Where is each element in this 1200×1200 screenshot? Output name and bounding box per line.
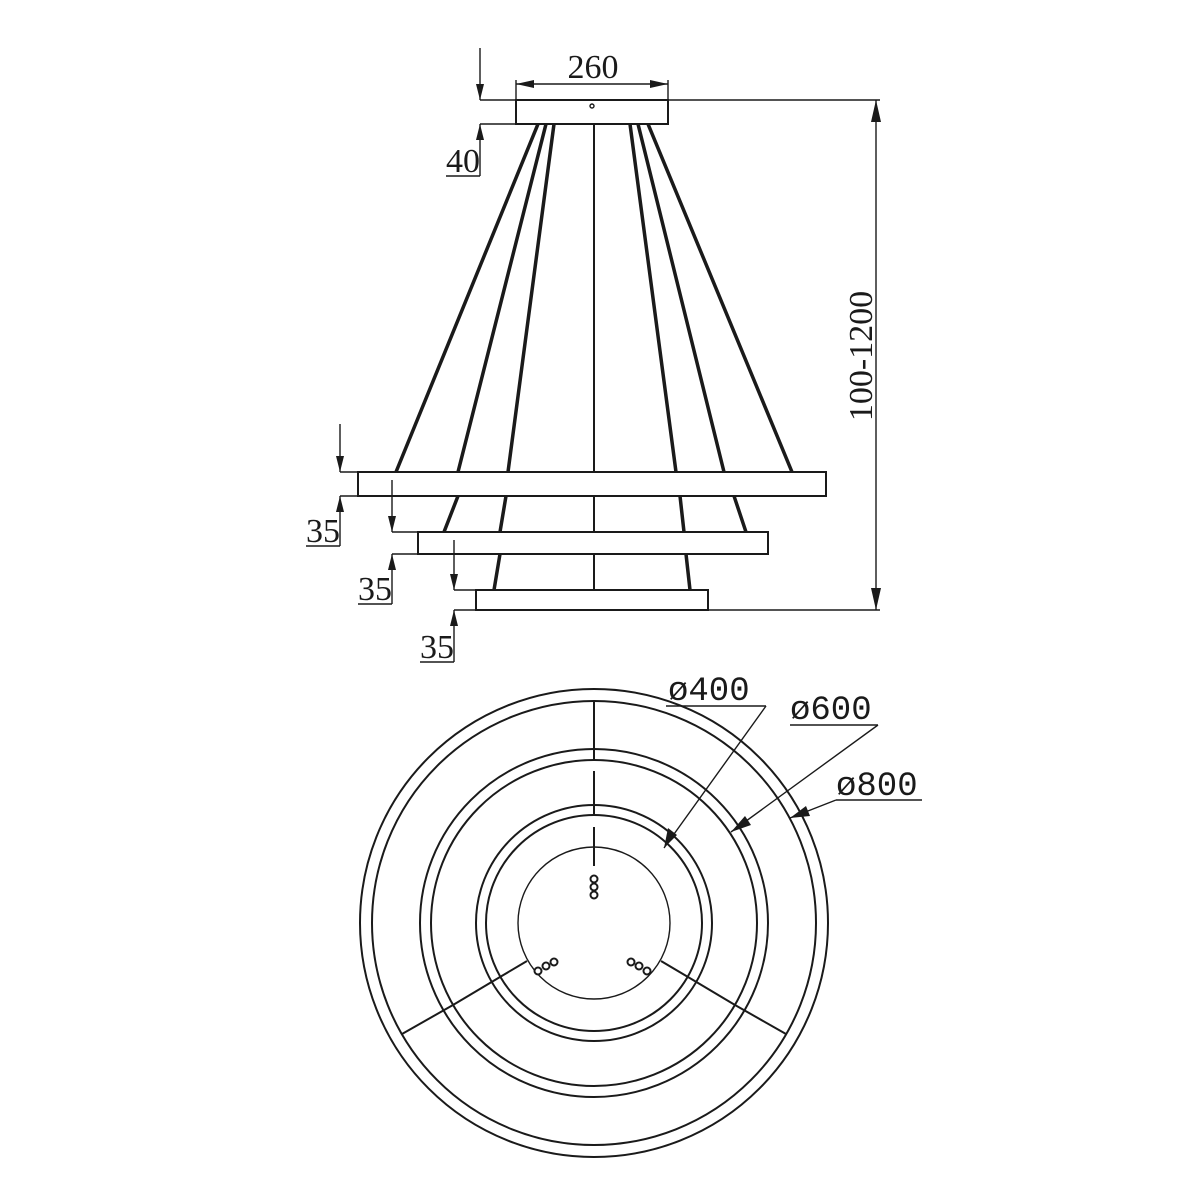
ring-large-inner [371, 700, 817, 1146]
canopy-height-dimension: 40 [446, 48, 532, 180]
radial-spokes [401, 701, 787, 1035]
ring-middle-thickness-label: 35 [358, 571, 392, 608]
ring-bottom-side [475, 589, 709, 611]
suspension-height-dimension: 100-1200 [668, 99, 881, 611]
top-view: ø400 ø600 ø800 [359, 673, 922, 1158]
diameter-large-label: ø800 [836, 768, 918, 806]
diameter-large-callout: ø800 [789, 768, 922, 819]
canopy-outline [517, 846, 671, 1000]
cable-top-right [646, 123, 794, 473]
cable-mid-left [442, 123, 548, 533]
cable-bottom-right [628, 123, 692, 591]
suspension-height-label: 100-1200 [843, 291, 880, 421]
side-view: 260 40 [306, 48, 881, 666]
canopy-height-label: 40 [446, 143, 480, 180]
cable-top-left [394, 123, 540, 473]
ring-middle-side [417, 531, 769, 555]
ring-top-thickness-dimension: 35 [306, 424, 358, 550]
canopy-width-label: 260 [568, 49, 619, 86]
cable-bottom-left [492, 123, 556, 591]
cable-mid-right [636, 123, 748, 533]
diameter-small-label: ø400 [668, 673, 750, 711]
diameter-medium-callout: ø600 [730, 692, 879, 833]
diameter-small-callout: ø400 [663, 673, 767, 849]
ring-top-side [357, 471, 827, 497]
ring-middle-thickness-dimension: 35 [358, 480, 418, 608]
canopy-center-point [589, 103, 595, 109]
ring-top-thickness-label: 35 [306, 513, 340, 550]
ring-bottom-thickness-dimension: 35 [420, 540, 476, 666]
diameter-medium-label: ø600 [790, 692, 872, 730]
canopy-width-dimension: 260 [515, 49, 669, 100]
ring-large-outer [359, 688, 829, 1158]
cable-attachment-points [533, 874, 652, 976]
ring-bottom-thickness-label: 35 [420, 629, 454, 666]
